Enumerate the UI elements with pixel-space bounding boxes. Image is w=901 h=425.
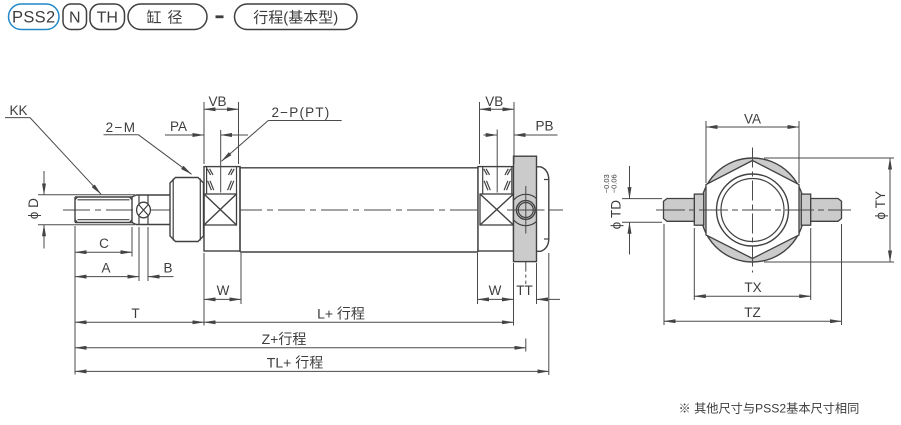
svg-text:W: W: [217, 283, 230, 298]
svg-text:B: B: [163, 260, 172, 275]
svg-text:※ 其他尺寸与PSS2基本尺寸相同: ※ 其他尺寸与PSS2基本尺寸相同: [679, 401, 860, 415]
svg-text:PSS2: PSS2: [12, 8, 55, 26]
svg-text:A: A: [101, 260, 110, 275]
svg-text:−0.06: −0.06: [610, 174, 619, 193]
svg-text:C: C: [99, 236, 109, 251]
svg-text:TT: TT: [516, 283, 533, 298]
svg-text:TH: TH: [97, 9, 118, 26]
svg-text:KK: KK: [9, 103, 27, 118]
svg-text:−0.03: −0.03: [602, 174, 611, 193]
svg-text:TL+ 行程: TL+ 行程: [267, 354, 323, 370]
svg-text:N: N: [69, 9, 81, 26]
svg-text:TZ: TZ: [744, 305, 761, 320]
svg-text:VB: VB: [485, 94, 503, 109]
svg-text:2−P(PT): 2−P(PT): [271, 105, 330, 120]
svg-text:TX: TX: [744, 280, 761, 295]
svg-text:T: T: [131, 306, 139, 321]
svg-text:VB: VB: [208, 94, 226, 109]
svg-text:PA: PA: [170, 119, 187, 134]
svg-text:W: W: [489, 283, 502, 298]
svg-text:2−M: 2−M: [106, 120, 137, 135]
svg-text:ϕ TD: ϕ TD: [609, 200, 624, 230]
svg-text:L+ 行程: L+ 行程: [317, 305, 365, 321]
svg-text:ϕ D: ϕ D: [26, 198, 41, 219]
svg-text:行程(基本型): 行程(基本型): [253, 9, 338, 26]
svg-text:ϕ TY: ϕ TY: [873, 191, 888, 220]
svg-text:PB: PB: [535, 119, 553, 134]
svg-text:Z+行程: Z+行程: [262, 331, 307, 347]
svg-text:缸径: 缸径: [146, 8, 188, 26]
svg-text:VA: VA: [744, 111, 761, 126]
